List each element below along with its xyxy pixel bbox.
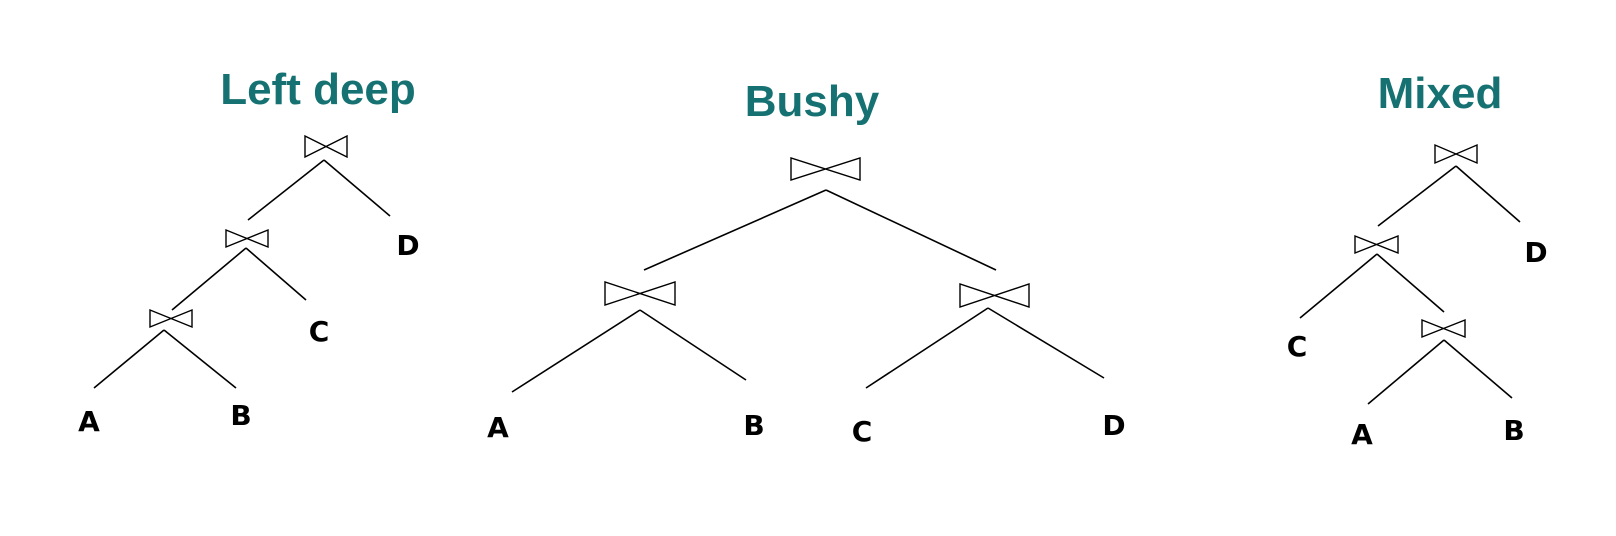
relation-label: C (852, 415, 873, 448)
relation-label: D (396, 229, 419, 262)
relation-label: A (78, 405, 100, 438)
tree-edge (1299, 253, 1378, 319)
relation-label: C (309, 315, 330, 348)
tree-edge (247, 159, 325, 221)
tree-edge (639, 309, 747, 381)
bowtie-join-icon (225, 228, 269, 249)
bowtie-join-icon (1434, 143, 1478, 165)
tree-bushy: Bushy A B C D (487, 77, 1125, 448)
tree-edge (1377, 165, 1457, 227)
relation-label: B (1503, 414, 1524, 447)
tree-left-deep: Left deep A B C D (78, 65, 419, 438)
tree-edge (643, 189, 827, 271)
tree-edge (1376, 253, 1445, 313)
relation-label: D (1102, 409, 1125, 442)
bowtie-join-icon (149, 308, 193, 329)
tree-edge (323, 159, 391, 217)
tree-edge (511, 309, 641, 393)
tree-edge (163, 329, 237, 389)
relation-label: C (1287, 330, 1308, 363)
bowtie-join-icon (959, 283, 1030, 308)
relation-label: A (487, 411, 509, 444)
bowtie-join-icon (1354, 234, 1399, 255)
tree-edge (987, 307, 1105, 379)
tree-edge (825, 189, 997, 271)
relation-label: D (1524, 236, 1547, 269)
bowtie-join-icon (604, 281, 676, 306)
tree-title: Left deep (220, 65, 416, 114)
tree-edge (865, 307, 989, 389)
tree-edge (1443, 339, 1513, 399)
bowtie-join-icon (304, 134, 348, 159)
tree-edge (1367, 339, 1445, 405)
bowtie-join-icon (1421, 318, 1466, 339)
tree-title: Bushy (745, 77, 880, 126)
relation-label: A (1351, 418, 1373, 451)
tree-edge (1455, 165, 1521, 223)
tree-edge (245, 247, 307, 301)
bowtie-join-icon (790, 157, 861, 181)
tree-edge (171, 247, 247, 311)
relation-label: B (743, 409, 764, 442)
tree-title: Mixed (1378, 69, 1503, 118)
tree-edge (93, 329, 165, 389)
relation-label: B (230, 399, 251, 432)
tree-mixed: Mixed C D A B (1287, 69, 1548, 451)
